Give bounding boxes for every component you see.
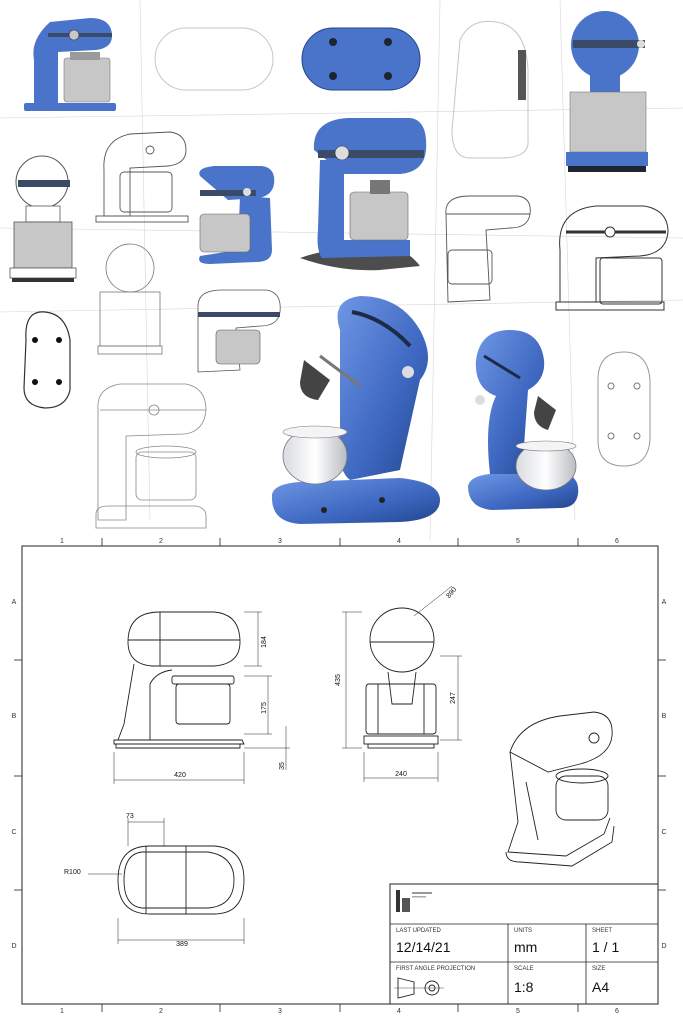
blue-front-view — [566, 11, 648, 172]
first-angle-projection-icon — [394, 977, 444, 999]
dim-420: 420 — [174, 772, 186, 779]
scale-value: 1:8 — [514, 979, 534, 995]
row-b-right: B — [662, 713, 667, 720]
row-labels-left: A B C D — [11, 599, 16, 950]
col-6: 6 — [615, 538, 619, 545]
row-a: A — [12, 599, 17, 606]
size-value: A4 — [592, 979, 609, 995]
row-a-right: A — [662, 599, 667, 606]
blue-render-small — [468, 330, 579, 510]
row-c: C — [11, 829, 16, 836]
front-grey-sketch — [9, 155, 77, 282]
col-2-bottom: 2 — [159, 1008, 163, 1015]
side-line-sketch — [95, 131, 189, 223]
top-view-drawing — [88, 818, 245, 944]
isometric-view-drawing — [505, 711, 615, 867]
col-5: 5 — [516, 538, 520, 545]
blue-render-large — [271, 296, 440, 524]
company-logo — [396, 890, 432, 912]
blue-top-view — [301, 27, 421, 91]
col-2: 2 — [159, 538, 163, 545]
row-c-right: C — [661, 829, 666, 836]
row-d: D — [11, 943, 16, 950]
dim-890: 890 — [445, 586, 458, 600]
column-labels-top: 1 2 3 4 5 6 — [60, 538, 619, 545]
row-labels-right: A B C D — [661, 599, 666, 950]
outline-side-right — [555, 205, 669, 311]
row-d-right: D — [661, 943, 666, 950]
last-updated-label: LAST UPDATED — [396, 928, 441, 934]
col-4: 4 — [397, 538, 401, 545]
base-outline-right — [597, 351, 651, 467]
dim-240: 240 — [395, 771, 407, 778]
white-render-sketch — [197, 289, 281, 373]
col-1-bottom: 1 — [60, 1008, 64, 1015]
column-labels-bottom: 1 2 3 4 5 6 — [60, 1008, 619, 1015]
sheet-value: 1 / 1 — [592, 939, 619, 955]
col-3: 3 — [278, 538, 282, 545]
units-value: mm — [514, 939, 537, 955]
dim-r100: R100 — [64, 869, 81, 876]
front-view-drawing — [342, 585, 462, 782]
last-updated-value: 12/14/21 — [396, 939, 451, 955]
dim-435: 435 — [335, 674, 342, 686]
sketch-area — [0, 0, 683, 541]
size-label: SIZE — [592, 966, 605, 972]
units-label: UNITS — [514, 928, 532, 934]
dim-35: 35 — [279, 762, 286, 770]
col-5-bottom: 5 — [516, 1008, 520, 1015]
dim-389: 389 — [176, 941, 188, 948]
side-view-drawing — [113, 611, 290, 784]
base-outline-left — [23, 311, 71, 409]
side-outline-sketch — [451, 20, 529, 159]
transparent-wireframe — [95, 383, 207, 529]
blue-three-quarter-large — [300, 118, 427, 271]
col-4-bottom: 4 — [397, 1008, 401, 1015]
outline-three-quarter-right — [445, 195, 531, 303]
col-1: 1 — [60, 538, 64, 545]
col-3-bottom: 3 — [278, 1008, 282, 1015]
sheet-label: SHEET — [592, 928, 612, 934]
outline-front-small — [97, 243, 163, 355]
projection-label: FIRST ANGLE PROJECTION — [396, 966, 475, 972]
col-6-bottom: 6 — [615, 1008, 619, 1015]
top-outline-sketch — [154, 27, 274, 91]
scale-label: SCALE — [514, 966, 534, 972]
blue-side-view-sketch — [24, 18, 116, 111]
blue-three-quarter-small — [199, 166, 275, 264]
dim-175: 175 — [261, 702, 268, 714]
title-block: LAST UPDATED 12/14/21 UNITS mm SHEET 1 /… — [389, 883, 659, 1005]
dim-184: 184 — [261, 636, 268, 648]
technical-drawing: 1 2 3 4 5 6 1 2 3 4 5 6 A B C D A B C D — [11, 538, 667, 1015]
dim-247: 247 — [450, 692, 457, 704]
row-b: B — [12, 713, 17, 720]
dim-73: 73 — [126, 813, 134, 820]
